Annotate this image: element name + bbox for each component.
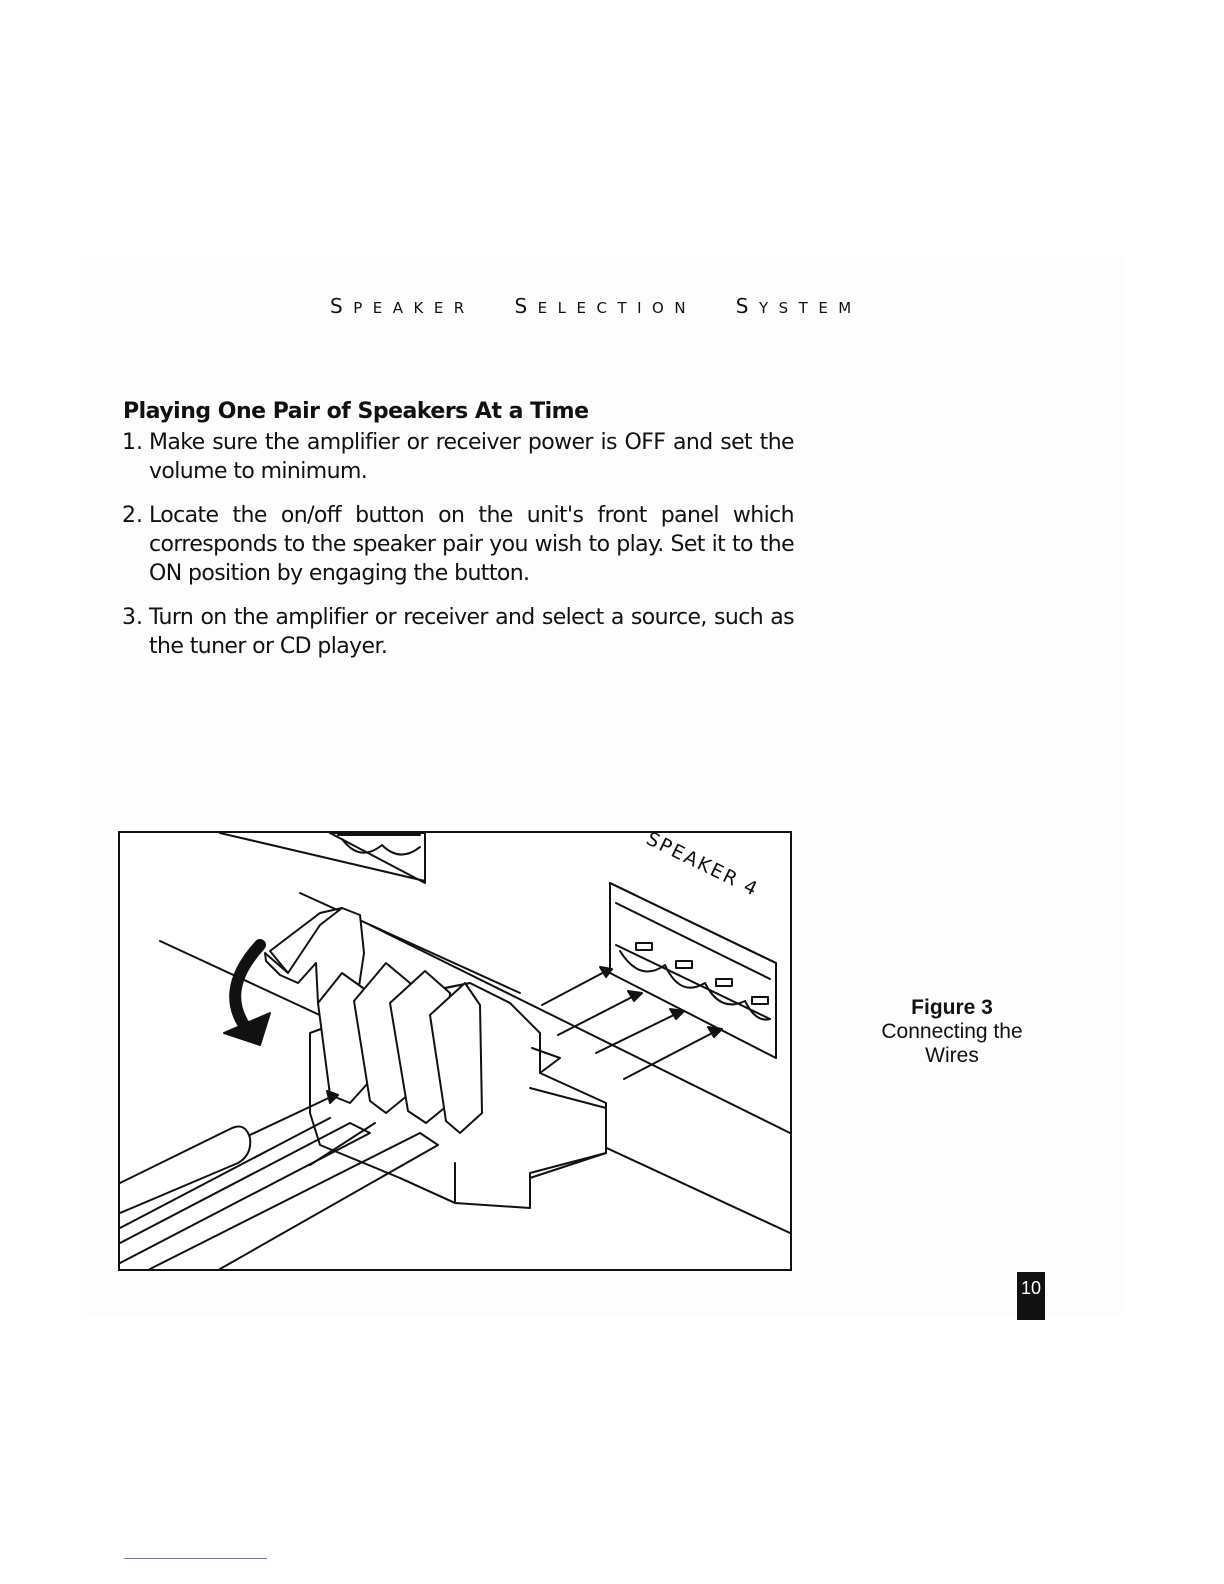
step-item: 1. Make sure the amplifier or receiver p… bbox=[122, 428, 795, 486]
header-word-2: SELECTION bbox=[514, 294, 697, 318]
figure-caption-text: Connecting the Wires bbox=[881, 1020, 1023, 1067]
step-text: Locate the on/off button on the unit's f… bbox=[149, 503, 795, 586]
footnote-rule bbox=[124, 1558, 267, 1559]
connecting-wires-illustration: SPEAKER 4 bbox=[118, 831, 792, 1271]
header-word-1: SPEAKER bbox=[330, 294, 475, 318]
section-heading: Playing One Pair of Speakers At a Time bbox=[123, 399, 589, 424]
step-item: 3. Turn on the amplifier or receiver and… bbox=[122, 603, 795, 661]
step-number: 2. bbox=[122, 503, 143, 528]
header-word-3: SYSTEM bbox=[735, 294, 862, 318]
speaker-4-label: SPEAKER 4 bbox=[643, 833, 763, 901]
connector-drawing: SPEAKER 4 bbox=[120, 833, 790, 1269]
running-header: SPEAKER SELECTION SYSTEM bbox=[330, 294, 950, 318]
figure-caption-title: Figure 3 bbox=[911, 996, 993, 1019]
step-text: Make sure the amplifier or receiver powe… bbox=[149, 430, 795, 484]
figure-caption: Figure 3 Connecting the Wires bbox=[862, 996, 1042, 1068]
step-number: 1. bbox=[122, 430, 143, 455]
page-number: 10 bbox=[1017, 1272, 1045, 1320]
steps-list: 1. Make sure the amplifier or receiver p… bbox=[122, 428, 795, 676]
step-item: 2. Locate the on/off button on the unit'… bbox=[122, 501, 795, 588]
step-text: Turn on the amplifier or receiver and se… bbox=[149, 605, 795, 659]
step-number: 3. bbox=[122, 605, 143, 630]
